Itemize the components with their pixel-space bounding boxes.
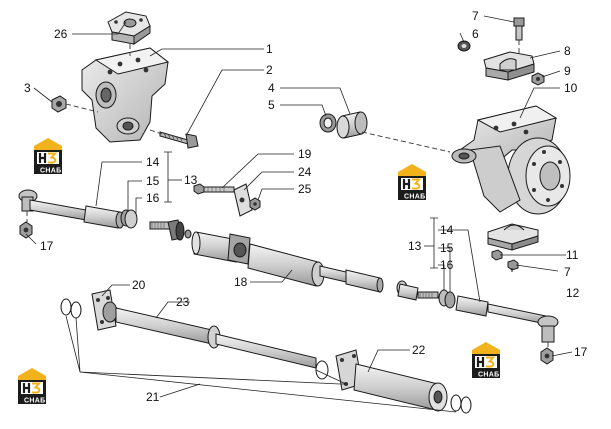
callout-5: 5 (268, 98, 275, 112)
bushing-4 (336, 111, 368, 139)
callout-20: 20 (132, 278, 146, 292)
leader-lines (25, 15, 573, 413)
logo-nz-snab-4: СНАБ (16, 366, 48, 406)
seal-rings-left (60, 298, 82, 319)
callout-14-right: 14 (440, 223, 454, 237)
seal-5 (319, 113, 337, 133)
callout-18: 18 (234, 275, 248, 289)
callout-19: 19 (298, 147, 312, 161)
clamp-left (120, 209, 171, 230)
callout-22: 22 (412, 343, 426, 357)
flange-20 (91, 289, 118, 331)
svg-text:СНАБ: СНАБ (40, 168, 61, 175)
callout-3: 3 (24, 81, 31, 95)
svg-text:СНАБ: СНАБ (404, 194, 425, 201)
svg-text:СНАБ: СНАБ (24, 398, 45, 405)
left-steering-knuckle (81, 47, 170, 143)
callout-10: 10 (564, 81, 578, 95)
callout-24: 24 (298, 165, 312, 179)
bolt-19 (193, 183, 235, 195)
bolt-11 (491, 249, 503, 261)
callout-25: 25 (298, 182, 312, 196)
callout-2: 2 (266, 63, 273, 77)
king-pin-plate (107, 11, 151, 45)
callout-11: 11 (566, 248, 579, 262)
nut-3 (51, 95, 67, 113)
nut-9 (531, 72, 545, 86)
callout-14-left: 14 (146, 155, 160, 169)
right-steering-knuckle (451, 105, 571, 215)
callout-6: 6 (472, 27, 479, 41)
bracket-8 (483, 51, 535, 81)
washer-6 (457, 40, 471, 52)
callout-1: 1 (266, 42, 273, 56)
bracket-24 (233, 183, 253, 217)
left-tie-rod-end (18, 189, 125, 229)
callout-4: 4 (268, 81, 275, 95)
callout-8: 8 (564, 44, 571, 58)
callout-15-right: 15 (440, 241, 454, 255)
callout-13-right: 13 (408, 239, 422, 253)
nut-17-right (540, 347, 554, 365)
seal-rings-right (450, 394, 472, 414)
bolt-7-top (513, 17, 525, 41)
callout-26: 26 (54, 27, 68, 41)
callout-7-bottom: 7 (564, 265, 571, 279)
steering-cylinder-18 (167, 219, 384, 293)
logo-nz-snab-3: СНАБ (470, 340, 502, 380)
logo-nz-snab-2: СНАБ (396, 162, 428, 202)
callout-17-left: 17 (40, 239, 54, 253)
callout-16-right: 16 (440, 258, 454, 272)
callout-17-right: 17 (574, 345, 588, 359)
callout-21: 21 (146, 390, 160, 404)
svg-text:СНАБ: СНАБ (478, 372, 499, 379)
callout-23: 23 (176, 295, 190, 309)
callout-15-left: 15 (146, 174, 160, 188)
callout-7-top: 7 (472, 9, 479, 23)
callout-9: 9 (564, 64, 571, 78)
bolt-2 (159, 131, 199, 149)
right-tie-rod-end (396, 280, 559, 343)
bolt-7-bottom (507, 259, 519, 272)
nut-25 (249, 197, 261, 211)
callout-13-left: 13 (184, 173, 198, 187)
piston-rod-23 (115, 307, 329, 380)
nut-17-left (19, 221, 33, 239)
callout-12: 12 (566, 286, 580, 300)
callout-labels: 26 1 2 3 4 5 7 6 8 9 10 19 24 25 14 15 1… (24, 9, 588, 404)
logo-nz-snab-1: СНАБ (32, 136, 64, 176)
cylinder-barrel-22 (335, 349, 448, 412)
lower-plate (487, 223, 539, 251)
callout-16-left: 16 (146, 191, 160, 205)
